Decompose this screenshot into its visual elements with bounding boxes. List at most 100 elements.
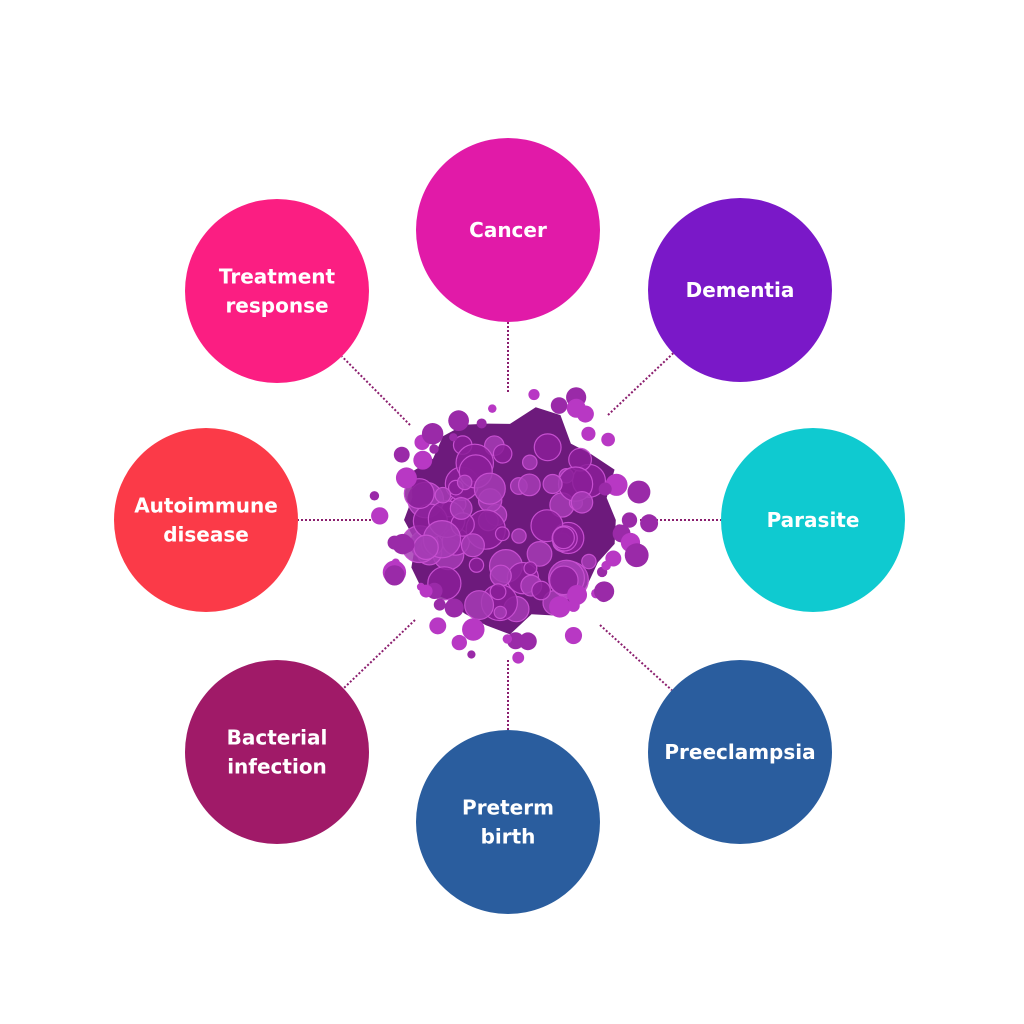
cell-droplet	[528, 388, 540, 401]
node-preeclampsia: Preeclampsia	[648, 660, 832, 844]
cell	[434, 486, 452, 504]
node-label: Dementia	[686, 278, 795, 302]
cell-droplet	[621, 512, 638, 528]
cell-droplet	[581, 426, 596, 441]
node-label: Parasite	[767, 508, 860, 532]
cell-droplet	[462, 618, 485, 641]
cell	[493, 605, 507, 620]
node-treatment-response: Treatment response	[185, 199, 369, 383]
cell-droplet	[614, 524, 625, 535]
cell	[449, 497, 473, 520]
cell	[494, 526, 510, 542]
cell-droplet	[429, 444, 439, 454]
node-bacterial-infection: Bacterial infection	[185, 660, 369, 844]
node-label: Cancer	[469, 218, 547, 242]
node-label: response	[225, 294, 328, 318]
disease-nodes: CancerDementiaParasitePreeclampsiaPreter…	[114, 138, 905, 914]
cell-droplet	[502, 634, 513, 644]
cell	[521, 454, 538, 471]
cell-droplet	[393, 446, 410, 463]
cell	[552, 526, 575, 550]
cell-droplet	[594, 581, 615, 602]
cell-droplet	[640, 514, 659, 533]
cell-droplet	[519, 632, 537, 651]
cell	[464, 590, 495, 621]
cell-droplet	[488, 404, 497, 413]
cell	[473, 472, 506, 505]
connector-treatment-response	[341, 355, 411, 426]
node-label: Preeclampsia	[664, 740, 815, 764]
cell-droplet	[512, 651, 525, 664]
node-circle	[185, 660, 369, 844]
node-circle	[416, 138, 600, 322]
node-preterm-birth: Preterm birth	[416, 730, 600, 914]
cell-droplet	[598, 482, 612, 496]
cell	[526, 540, 553, 567]
node-circle	[185, 199, 369, 383]
cell-droplet	[449, 433, 458, 442]
cell-droplet	[433, 598, 446, 611]
node-label: infection	[227, 755, 327, 779]
cell	[489, 583, 507, 601]
node-autoimmune-disease: Autoimmune disease	[114, 428, 298, 612]
cell	[413, 534, 439, 561]
cell-droplet	[467, 650, 476, 659]
cell-droplet	[369, 491, 380, 501]
cell	[456, 474, 473, 491]
node-circle	[416, 730, 600, 914]
cell-droplet	[564, 626, 583, 645]
cell-droplet	[395, 467, 417, 489]
cell	[517, 473, 541, 497]
cell-droplet	[567, 599, 580, 612]
node-label: Preterm	[462, 796, 554, 820]
cell-droplet	[391, 558, 400, 567]
connector-dementia	[607, 352, 674, 416]
cell	[531, 580, 551, 601]
cell-droplet	[413, 450, 433, 470]
cell-droplet	[601, 432, 615, 447]
node-circle	[114, 428, 298, 612]
node-label: disease	[163, 523, 249, 547]
connector-preeclampsia	[599, 624, 673, 691]
cell	[511, 528, 527, 544]
cell-droplet	[371, 507, 389, 525]
node-label: Treatment	[219, 265, 336, 289]
cell-droplet	[429, 617, 447, 635]
cell	[542, 473, 563, 495]
cell-droplet	[421, 423, 444, 445]
cell-droplet	[601, 560, 611, 571]
central-cell-cluster	[369, 387, 659, 664]
cell	[523, 561, 538, 576]
node-circle	[648, 660, 832, 844]
cell-droplet	[550, 397, 568, 414]
cell	[492, 443, 513, 464]
node-circle	[648, 198, 832, 382]
node-cancer: Cancer	[416, 138, 600, 322]
cell	[581, 553, 597, 570]
cell-droplet	[451, 634, 467, 651]
cell	[533, 433, 562, 462]
node-label: Autoimmune	[134, 494, 278, 518]
cell	[489, 564, 512, 587]
connector-lines	[298, 322, 721, 730]
cell-droplet	[476, 418, 487, 429]
cell-droplet	[384, 565, 405, 586]
cell-droplet	[387, 535, 402, 550]
node-dementia: Dementia	[648, 198, 832, 382]
connector-bacterial-infection	[342, 619, 416, 690]
cell	[570, 491, 594, 514]
cell-droplet	[637, 487, 649, 499]
cell-droplet	[448, 410, 469, 432]
node-label: birth	[481, 825, 536, 849]
cell	[468, 557, 485, 573]
cell-droplet	[624, 543, 649, 568]
cell-droplet	[444, 598, 464, 618]
cell-droplet	[419, 584, 433, 598]
node-circle	[721, 428, 905, 612]
cell-droplet	[549, 596, 571, 618]
cell	[460, 533, 485, 558]
node-parasite: Parasite	[721, 428, 905, 612]
node-label: Bacterial	[227, 726, 328, 750]
cell-droplet	[566, 398, 586, 418]
